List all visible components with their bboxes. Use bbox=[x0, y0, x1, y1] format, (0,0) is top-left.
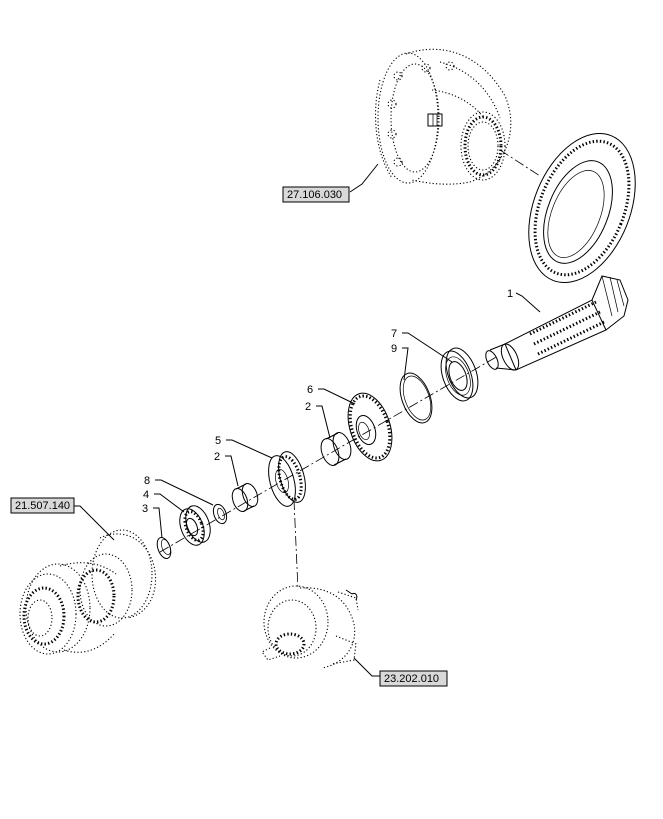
callout-bearing-small[interactable]: 4 bbox=[143, 489, 149, 501]
ref-differential-housing[interactable]: 27.106.030 bbox=[282, 186, 350, 203]
ref-differential-housing-label: 27.106.030 bbox=[287, 189, 342, 201]
callout-circlip[interactable]: 3 bbox=[142, 503, 148, 515]
washer[interactable] bbox=[211, 503, 229, 526]
ref-brake-assembly[interactable]: 21.507.140 bbox=[10, 497, 75, 514]
ref-pto-unit[interactable]: 23.202.010 bbox=[379, 670, 448, 687]
callout-snap-ring[interactable]: 9 bbox=[391, 343, 397, 355]
callout-bevel-pinion[interactable]: 1 bbox=[507, 288, 513, 300]
pto-unit[interactable] bbox=[261, 585, 359, 669]
ring-gear[interactable] bbox=[508, 118, 655, 299]
callout-spacer-upper[interactable]: 2 bbox=[305, 401, 311, 413]
callout-spacer-lower[interactable]: 2 bbox=[214, 451, 220, 463]
bearing-large[interactable] bbox=[435, 344, 484, 405]
circlip[interactable] bbox=[155, 536, 174, 561]
gear-large[interactable] bbox=[340, 388, 400, 467]
axis-gear-train bbox=[159, 355, 499, 553]
ref-pto-unit-label: 23.202.010 bbox=[384, 673, 439, 685]
snap-ring[interactable] bbox=[394, 369, 438, 427]
bearing-small[interactable] bbox=[175, 502, 215, 548]
gear-small[interactable] bbox=[264, 449, 311, 509]
axis-housing-ring bbox=[499, 149, 541, 177]
callout-washer[interactable]: 8 bbox=[144, 475, 150, 487]
leader-lines bbox=[74, 163, 541, 677]
callout-bearing-large[interactable]: 7 bbox=[391, 328, 397, 340]
bevel-pinion-shaft[interactable] bbox=[483, 275, 629, 373]
brake-assembly[interactable] bbox=[19, 529, 156, 655]
spacer-lower[interactable] bbox=[229, 481, 260, 513]
differential-housing[interactable] bbox=[374, 48, 512, 185]
axis-gear-pto bbox=[293, 499, 299, 591]
ref-brake-assembly-label: 21.507.140 bbox=[15, 500, 70, 512]
spacer-upper[interactable] bbox=[318, 430, 355, 468]
callout-gear-large[interactable]: 6 bbox=[307, 384, 313, 396]
callout-gear-small[interactable]: 5 bbox=[215, 435, 221, 447]
